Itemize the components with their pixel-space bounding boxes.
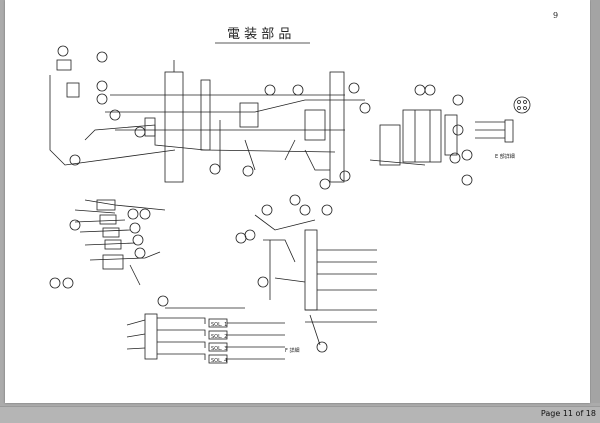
- connector-block-left: [49, 45, 176, 166]
- sol-label-4: SOL. 4: [211, 358, 227, 364]
- detail-label-f: F 詳細: [285, 347, 299, 354]
- sensor-bundle: [49, 199, 166, 289]
- drawing-page: 電 装 部 品 9: [5, 0, 590, 403]
- relay-area: [235, 194, 377, 353]
- detail-label-e: E 部詳細: [495, 153, 515, 160]
- page-indicator: Page 11 of 18: [540, 409, 596, 418]
- scrollbar-track[interactable]: [591, 0, 600, 403]
- drawing-title: 電 装 部 品: [227, 27, 291, 42]
- corner-mark: 9: [553, 11, 558, 20]
- wiring-diagram: 電 装 部 品 9: [49, 11, 558, 364]
- sol-label-2: SOL. 2: [211, 334, 227, 340]
- sol-label-1: SOL. 1: [211, 322, 227, 328]
- right-assembly: [369, 84, 531, 186]
- sol-label-3: SOL. 3: [211, 346, 227, 352]
- solenoid-harness: [126, 295, 285, 364]
- main-harness: [84, 60, 371, 190]
- status-bar: Page 11 of 18: [0, 406, 600, 423]
